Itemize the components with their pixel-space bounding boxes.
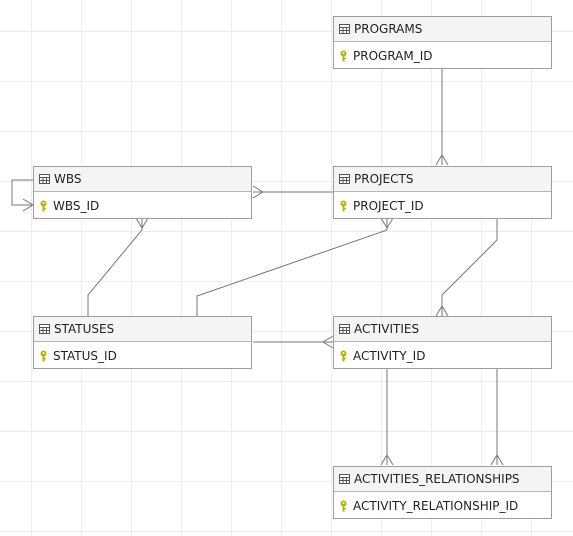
entity-header: ACTIVITIES_RELATIONSHIPS — [334, 467, 551, 492]
entity-programs[interactable]: PROGRAMS PROGRAM_ID — [333, 16, 552, 69]
entity-key: ACTIVITY_ID — [353, 348, 426, 363]
entity-key: PROJECT_ID — [353, 198, 424, 213]
table-icon — [339, 24, 350, 34]
key-icon — [340, 50, 347, 61]
entity-name: ACTIVITIES — [354, 322, 420, 336]
entity-key-row: ACTIVITY_RELATIONSHIP_ID — [334, 492, 551, 519]
table-icon — [339, 324, 350, 334]
entity-key-row: PROGRAM_ID — [334, 42, 551, 69]
entity-key-row: ACTIVITY_ID — [334, 342, 551, 369]
connector-projects-activities — [435, 218, 498, 317]
entity-key: STATUS_ID — [53, 348, 117, 363]
key-icon — [40, 200, 47, 211]
entity-projects[interactable]: PROJECTS PROJECT_ID — [333, 166, 552, 219]
entity-key: ACTIVITY_RELATIONSHIP_ID — [353, 498, 519, 513]
connector-statuses-wbs — [87, 217, 149, 316]
key-icon — [340, 350, 347, 361]
entity-header: ACTIVITIES — [334, 317, 551, 342]
connector-wbs-self — [11, 179, 34, 212]
table-icon — [339, 474, 350, 484]
key-icon — [340, 200, 347, 211]
key-icon — [340, 500, 347, 511]
connector-projects-wbs — [252, 185, 333, 199]
key-icon — [40, 350, 47, 361]
entity-key-row: STATUS_ID — [34, 342, 251, 369]
table-icon — [39, 324, 50, 334]
connector-activities-relationships-2 — [490, 369, 504, 466]
entity-statuses[interactable]: STATUSES STATUS_ID — [33, 316, 252, 369]
table-icon — [339, 174, 350, 184]
entity-activities[interactable]: ACTIVITIES ACTIVITY_ID — [333, 316, 552, 369]
entity-key-row: WBS_ID — [34, 192, 251, 219]
entity-name: PROGRAMS — [354, 22, 423, 36]
entity-key-row: PROJECT_ID — [334, 192, 551, 219]
connector-programs-projects — [435, 69, 449, 166]
table-icon — [39, 174, 50, 184]
connector-statuses-activities — [253, 335, 334, 349]
entity-header: PROJECTS — [334, 167, 551, 192]
entity-wbs[interactable]: WBS WBS_ID — [33, 166, 252, 219]
entity-header: WBS — [34, 167, 251, 192]
entity-name: ACTIVITIES_RELATIONSHIPS — [354, 472, 520, 486]
entity-name: PROJECTS — [354, 172, 414, 186]
entity-key: WBS_ID — [53, 198, 100, 213]
entity-name: STATUSES — [54, 322, 115, 336]
entity-activities-relationships[interactable]: ACTIVITIES_RELATIONSHIPS ACTIVITY_RELATI… — [333, 466, 552, 519]
connector-statuses-projects — [196, 217, 394, 316]
entity-key: PROGRAM_ID — [353, 48, 433, 63]
entity-header: STATUSES — [34, 317, 251, 342]
entity-name: WBS — [54, 172, 82, 186]
entity-header: PROGRAMS — [334, 17, 551, 42]
connector-activities-relationships-1 — [380, 369, 394, 466]
